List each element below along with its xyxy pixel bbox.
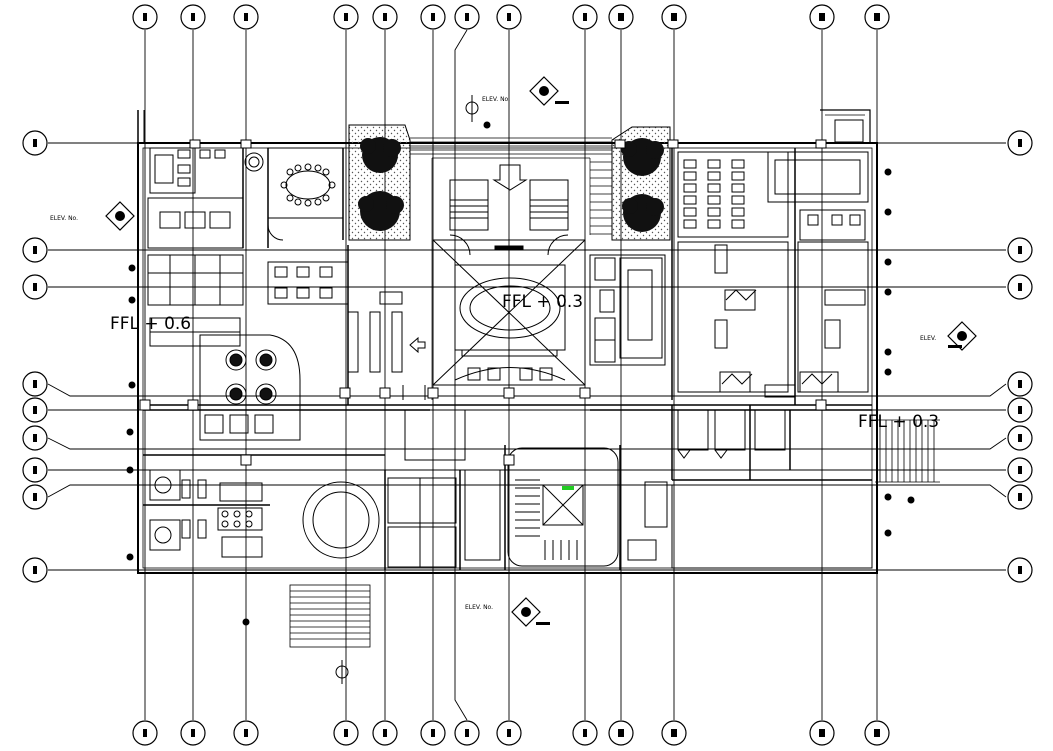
corridor-benches — [347, 291, 426, 400]
ffl-left-label: FFL + 0.6 — [110, 314, 191, 334]
elevation-marker-icon — [105, 76, 977, 627]
elev-label-right: ELEV. — [920, 335, 936, 342]
elevation-marker-fill — [115, 86, 967, 625]
washrooms-right — [677, 409, 786, 459]
elev-label-top: ELEV. No. — [482, 96, 510, 103]
small-rooms-bottom — [302, 409, 501, 568]
elev-label-bottom: ELEV. No. — [465, 604, 493, 611]
washrooms-left — [149, 469, 263, 558]
stair-core — [507, 447, 619, 567]
level-markers — [126, 121, 915, 626]
building-outline — [137, 109, 878, 574]
main-entrance — [449, 164, 569, 256]
lounge-tables — [199, 334, 301, 441]
ffl-right-label: FFL + 0.3 — [858, 412, 939, 432]
elevator-accent — [562, 486, 574, 490]
lounge-sofas — [589, 254, 666, 366]
structural-columns — [139, 139, 827, 466]
right-classroom — [677, 119, 869, 241]
steps-bottom-left — [289, 584, 371, 648]
north-arrow-icon — [335, 95, 479, 684]
grid-bubbles-left — [22, 130, 48, 583]
grid-bubbles-right — [1007, 130, 1033, 583]
grid-bubbles-top — [132, 4, 890, 30]
tree-icon — [358, 137, 664, 232]
grid-bubble-icon — [33, 13, 1022, 737]
hall-bottom-right — [627, 481, 873, 571]
conference-room — [267, 147, 344, 241]
ffl-center-label: FFL + 0.3 — [502, 292, 583, 312]
elev-label-left: ELEV. No. — [50, 215, 78, 222]
entrance-steps-top — [410, 137, 612, 400]
steps-right — [875, 419, 940, 483]
right-offices — [677, 241, 869, 398]
lobby — [432, 239, 586, 386]
waiting-area — [267, 261, 349, 305]
